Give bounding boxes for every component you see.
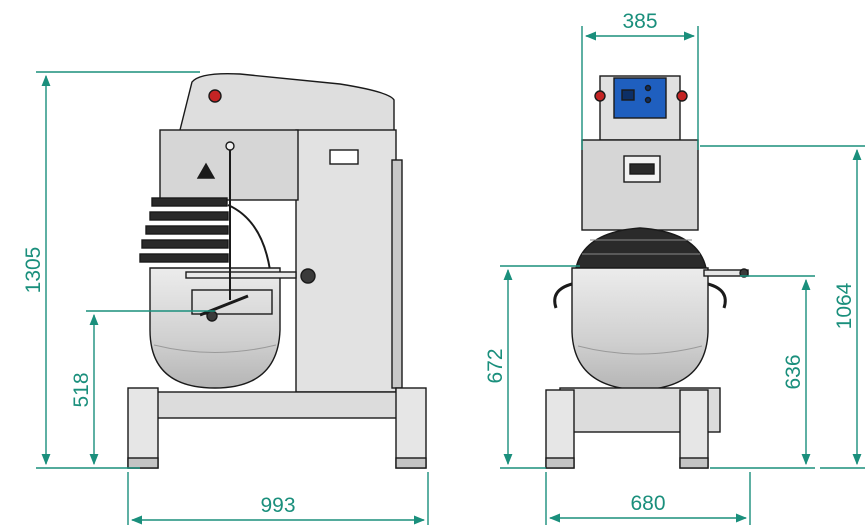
dim-518-label: 518: [70, 372, 93, 407]
side-head-cover: [179, 72, 395, 133]
front-bowl: [571, 267, 709, 391]
front-foot-right: [679, 389, 709, 469]
dim-993-label: 993: [260, 494, 295, 517]
side-column: [295, 129, 397, 393]
dimension-lines: [36, 26, 865, 525]
side-view-mixer: [127, 72, 427, 469]
side-foot-left: [127, 387, 159, 469]
dim-680-label: 680: [630, 492, 665, 515]
front-red-knob-left: [594, 90, 606, 102]
side-base-frame: [139, 391, 405, 419]
side-bowl: [149, 267, 281, 389]
front-foot-left: [545, 389, 575, 469]
front-gear-housing: [581, 139, 699, 231]
side-red-knob: [208, 89, 222, 103]
front-view-mixer: [545, 75, 749, 469]
front-safety-guard: [575, 227, 707, 269]
dim-672-label: 672: [484, 348, 507, 383]
dim-1064-label: 1064: [833, 282, 856, 329]
side-foot-right: [395, 387, 427, 469]
dim-385-label: 385: [622, 10, 657, 33]
front-red-knob-right: [676, 90, 688, 102]
dim-1305-label: 1305: [22, 247, 45, 294]
dim-636-label: 636: [782, 354, 805, 389]
side-safety-guard: [139, 197, 271, 271]
